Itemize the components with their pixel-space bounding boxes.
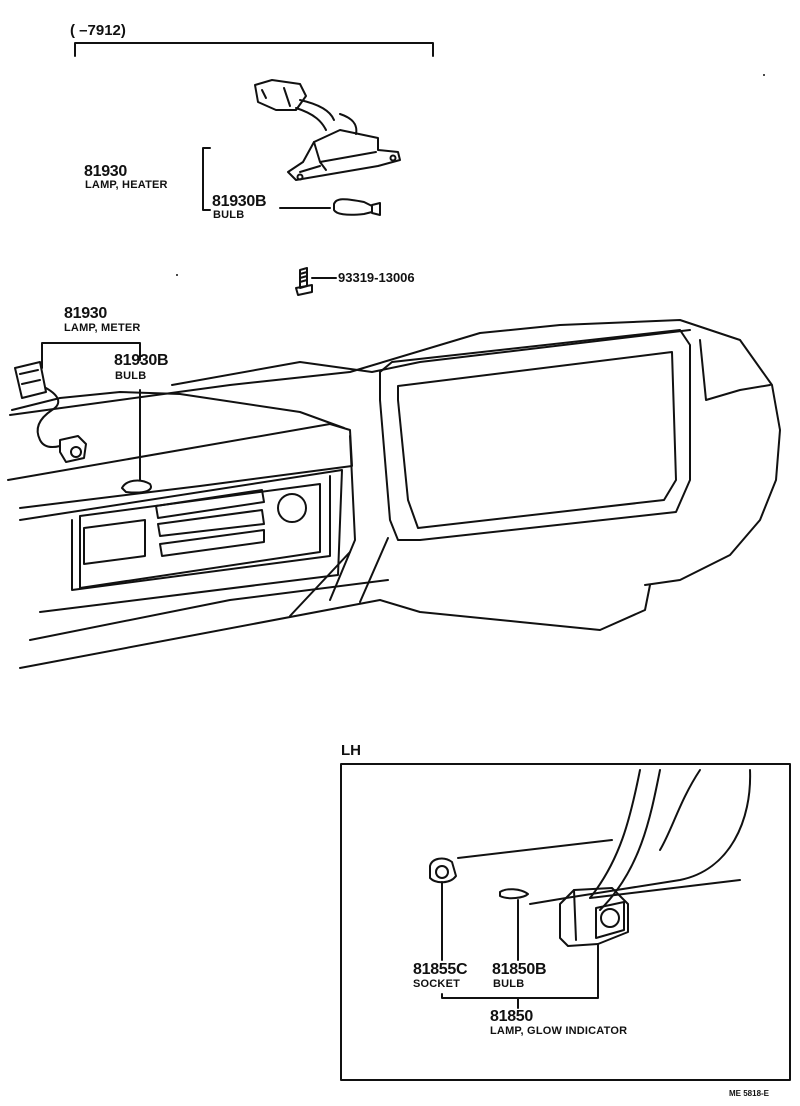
heater-bulb-name: BULB	[213, 209, 245, 221]
dashboard-drawing	[7, 319, 781, 669]
meter-lamp-name: LAMP, METER	[64, 322, 141, 334]
screw-part-number: 93319-13006	[338, 270, 415, 285]
glow-indicator-leader	[441, 881, 599, 1009]
socket-part-number: 81855C	[413, 961, 468, 978]
diagram-code: ME 5818-E	[729, 1089, 770, 1098]
heater-bulb-part-number: 81930B	[212, 193, 267, 210]
date-range-label: ( –7912)	[70, 22, 126, 39]
meter-bulb-part-number: 81930B	[114, 352, 169, 369]
heater-lamp-name: LAMP, HEATER	[85, 179, 168, 191]
heater-lamp-drawing	[254, 79, 401, 216]
glow-indicator-drawing	[429, 769, 752, 947]
scan-dots	[176, 74, 765, 276]
lh-inset-frame	[340, 763, 791, 1081]
glow-bulb-name: BULB	[493, 978, 525, 990]
meter-lamp-part-number: 81930	[64, 305, 107, 322]
date-range-bracket	[74, 42, 434, 57]
socket-name: SOCKET	[413, 978, 461, 990]
glow-lamp-name: LAMP, GLOW INDICATOR	[490, 1025, 628, 1037]
screw-drawing	[295, 267, 337, 296]
meter-lamp-drawing	[14, 361, 152, 494]
heater-lamp-leader	[202, 147, 331, 211]
heater-lamp-part-number: 81930	[84, 163, 127, 180]
inset-title: LH	[341, 742, 361, 759]
glow-lamp-part-number: 81850	[490, 1008, 533, 1025]
meter-lamp-leader	[41, 342, 141, 481]
meter-bulb-name: BULB	[115, 370, 147, 382]
glow-bulb-part-number: 81850B	[492, 961, 547, 978]
